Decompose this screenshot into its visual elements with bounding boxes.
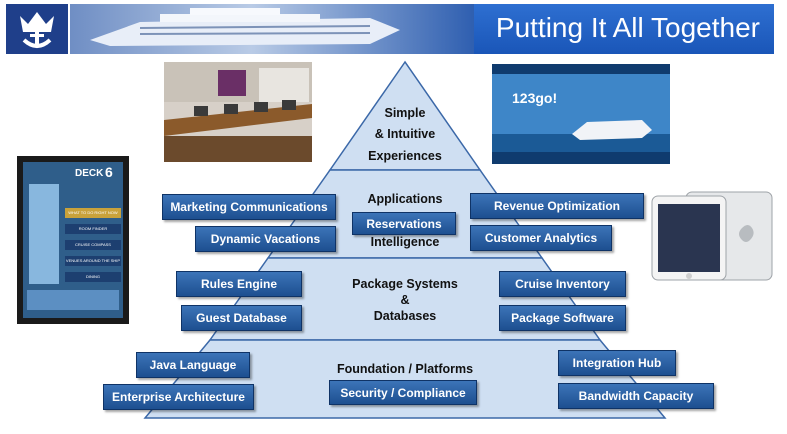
tier1-line3: Experiences (368, 149, 442, 163)
website-screen-icon (492, 64, 670, 164)
java-language-box: Java Language (136, 352, 250, 378)
package-software-box: Package Software (499, 305, 626, 331)
tier1-line2: & Intuitive (374, 127, 436, 141)
tier3-line3: Databases (373, 309, 437, 323)
tier1-line1: Simple (384, 106, 426, 120)
laptop-lounge-icon (164, 62, 312, 162)
kiosk-menu-item: VENUES AROUND THE SHIP (65, 256, 121, 266)
website-logo-text: 123go! (512, 90, 558, 106)
bandwidth-capacity-box: Bandwidth Capacity (558, 383, 714, 409)
slide-header: Putting It All Together (0, 0, 787, 60)
kiosk-screen: DECK 6 WHAT TO DO RIGHT NOW ROOM FINDER … (17, 156, 129, 324)
crown-anchor-icon (20, 12, 54, 48)
tier4-label: Foundation / Platforms (336, 362, 474, 376)
dynamic-vacations-box: Dynamic Vacations (195, 226, 336, 252)
revenue-optimization-box: Revenue Optimization (470, 193, 644, 219)
tier3-line1: Package Systems (352, 277, 458, 291)
tier3-line2: & (400, 293, 410, 307)
website-screenshot: 123go! (492, 64, 670, 164)
tablet-icon (651, 191, 773, 281)
cruise-inventory-box: Cruise Inventory (499, 271, 626, 297)
tier2-label: Applications (367, 192, 443, 206)
kiosk-deck-label: DECK (75, 168, 104, 179)
kiosk-menu-item: DINING (65, 272, 121, 282)
reservations-box: Reservations (352, 212, 456, 235)
security-compliance-box: Security / Compliance (329, 380, 477, 405)
tablet-photo (650, 188, 776, 284)
rules-engine-box: Rules Engine (176, 271, 302, 297)
kiosk-menu-item: ROOM FINDER (65, 224, 121, 234)
title-bar: Putting It All Together (474, 4, 774, 54)
tier2-sub-label: Intelligence (370, 235, 440, 249)
marketing-communications-box: Marketing Communications (162, 194, 336, 220)
lounge-photo (164, 62, 312, 162)
slide-title: Putting It All Together (495, 12, 760, 43)
ship-banner-image (70, 4, 474, 54)
customer-analytics-box: Customer Analytics (470, 225, 612, 251)
company-logo (6, 4, 68, 54)
kiosk-menu-item: CRUISE COMPASS (65, 240, 121, 250)
kiosk-deck-number: 6 (105, 164, 113, 180)
cruise-ship-icon (90, 8, 400, 46)
kiosk-menu-item: WHAT TO DO RIGHT NOW (65, 208, 121, 218)
integration-hub-box: Integration Hub (558, 350, 676, 376)
enterprise-architecture-box: Enterprise Architecture (103, 384, 254, 410)
guest-database-box: Guest Database (181, 305, 302, 331)
